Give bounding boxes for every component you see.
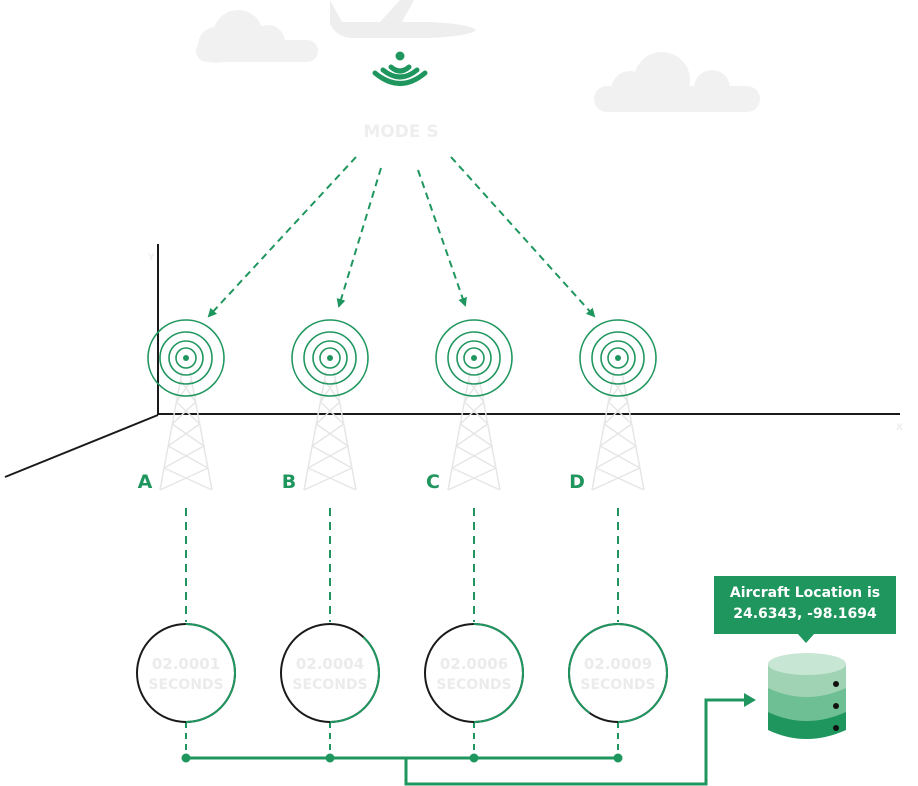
timer-progress — [136, 623, 236, 723]
signal-arrow-b — [336, 167, 382, 308]
station-label: A — [138, 471, 153, 493]
signal-arrow-a — [207, 156, 357, 318]
tower-center-dot — [183, 355, 189, 361]
connector-lines — [186, 698, 746, 786]
timer-progress — [568, 623, 668, 723]
station-label: C — [426, 471, 440, 493]
radio-tower-icon — [159, 371, 213, 491]
signal-arrow-d — [450, 156, 596, 318]
timer-value: 02.0009 — [584, 655, 652, 673]
radio-tower-icon — [591, 371, 645, 491]
radio-tower-icon — [303, 371, 357, 491]
timer-unit: SECONDS — [580, 677, 655, 693]
station-label: B — [282, 471, 296, 493]
wifi-signal-icon — [372, 51, 428, 86]
signal-arrow-c — [417, 169, 467, 307]
timer-value: 02.0006 — [440, 655, 508, 673]
signal-arrows — [207, 156, 596, 318]
timer-value: 02.0004 — [296, 655, 364, 673]
svg-text:X: X — [896, 423, 903, 433]
callout-line-2: 24.6343, -98.1694 — [733, 606, 877, 622]
timer-unit: SECONDS — [148, 677, 223, 693]
axes — [4, 244, 900, 478]
svg-text:Y: Y — [147, 253, 155, 263]
signal-label: MODE S — [363, 122, 438, 142]
database-icon — [768, 653, 846, 739]
cloud-icon — [594, 52, 760, 112]
station-label: D — [569, 471, 585, 493]
cloud-icon — [196, 10, 318, 63]
signal-rings — [291, 319, 369, 397]
aircraft-location-callout: Aircraft Location is 24.6343, -98.1694 — [714, 576, 896, 634]
tower-center-dot — [327, 355, 333, 361]
timer-unit: SECONDS — [292, 677, 367, 693]
radio-tower-icon — [447, 371, 501, 491]
connector-dots — [181, 753, 623, 763]
callout-line-1: Aircraft Location is — [729, 585, 881, 601]
tower-center-dot — [471, 355, 477, 361]
timer-unit: SECONDS — [436, 677, 511, 693]
timer-progress — [280, 623, 380, 723]
database-arrowhead — [744, 693, 756, 707]
signal-rings — [147, 319, 225, 397]
tower-center-dot — [615, 355, 621, 361]
signal-rings — [579, 319, 657, 397]
airplane-icon — [330, 0, 476, 38]
timer-progress — [424, 623, 524, 723]
callout-pointer — [797, 633, 815, 643]
signal-rings — [435, 319, 513, 397]
timer-value: 02.0001 — [152, 655, 220, 673]
